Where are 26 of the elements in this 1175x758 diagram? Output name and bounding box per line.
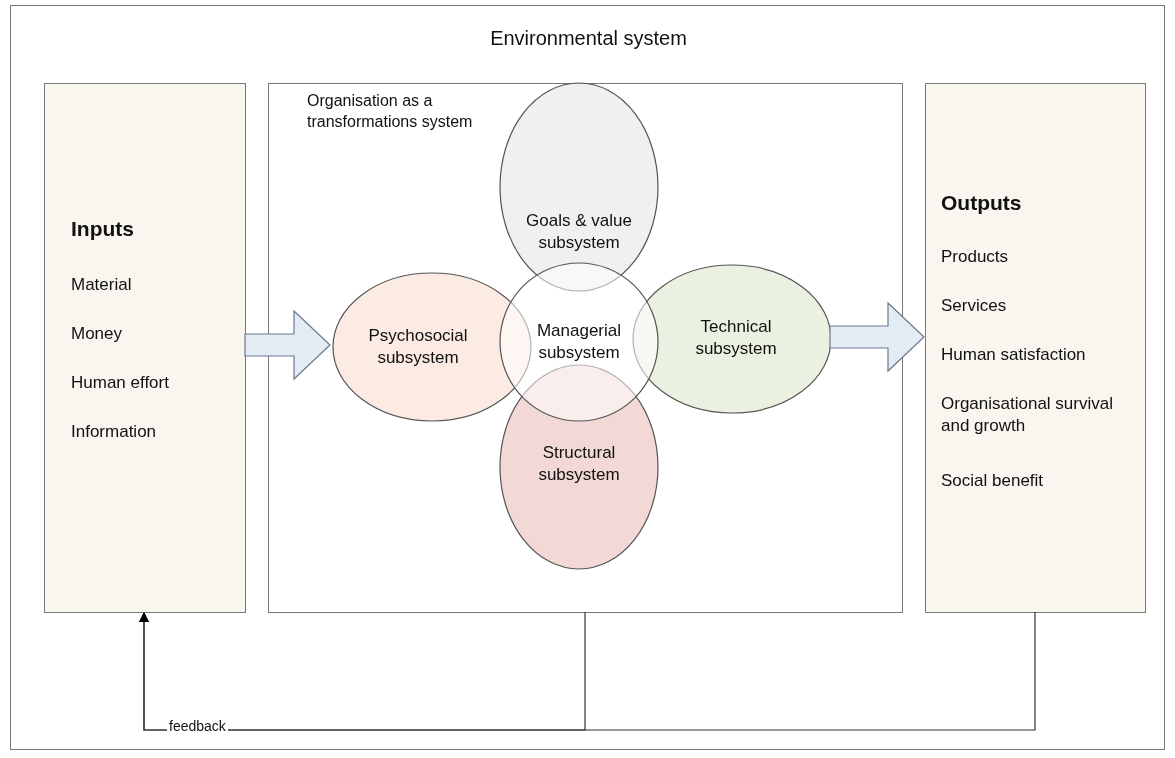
arrow [139,611,1036,731]
edge-label: feedback [167,718,228,734]
list-item: Information [71,421,158,443]
output-panel [925,83,1146,613]
ellipse-label: Goals & value subsystem [525,210,633,254]
block-arrow [829,301,925,373]
frame-title: Environmental system [489,26,688,51]
input-panel [44,83,246,613]
organisation-box [268,83,903,613]
ellipse-label: Psychosocial subsystem [367,325,469,369]
list-item: Human effort [71,372,170,394]
environment-frame [10,5,1165,750]
block-arrow [244,309,331,381]
panel-heading: Outputs [941,190,1023,216]
ellipse-label: Technical subsystem [694,316,778,360]
list-item: Human satisfaction [941,344,1087,366]
list-item: Services [941,295,1008,317]
panel-heading: Inputs [71,216,135,242]
list-item: Social benefit [941,470,1045,492]
list-item: Organisational survival and growth [941,393,1114,437]
list-item: Material [71,274,133,296]
ellipse-label: Managerial subsystem [535,320,623,364]
box-title: Organisation as a transformations system [307,91,474,132]
list-item: Money [71,323,124,345]
list-item: Products [941,246,1010,268]
ellipse-label: Structural subsystem [537,442,621,486]
